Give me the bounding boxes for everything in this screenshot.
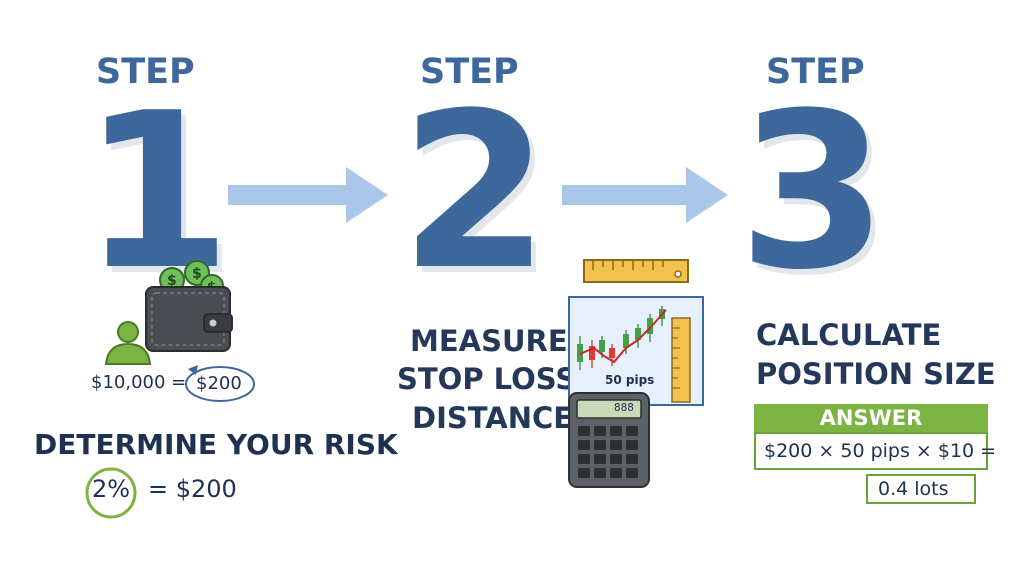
step-2-number: 2 <box>400 66 550 317</box>
answer-formula: $200 × 50 pips × $10 = <box>754 432 996 470</box>
risk-amount: $200 <box>196 373 242 394</box>
risk-result: = $200 <box>148 475 237 503</box>
answer-header: ANSWER <box>754 404 988 432</box>
ruler-icon <box>583 259 689 283</box>
answer-result: 0.4 lots <box>866 474 976 504</box>
percent-circle <box>85 467 137 519</box>
calculator-icon <box>568 392 650 488</box>
risk-amount-circle <box>185 365 255 402</box>
portfolio-amount: $10,000 = <box>91 372 187 393</box>
risk-percent: 2% <box>92 475 131 503</box>
chart-pips-label: 50 pips <box>605 373 655 387</box>
step-1-number: 1 <box>82 66 232 317</box>
arrow-right-icon <box>228 167 388 223</box>
svg-text:$: $ <box>167 273 177 289</box>
step-3-title-line-2: POSITION SIZE <box>756 357 996 391</box>
svg-text:$: $ <box>192 266 202 282</box>
candlestick-chart-icon <box>568 296 704 406</box>
step-3-number: 3 <box>738 66 888 317</box>
step-3-title-line-1: CALCULATE <box>756 318 942 352</box>
step-2-label: STEP <box>420 52 519 92</box>
step-2-title-line-3: DISTANCE <box>412 401 574 435</box>
step-3-label: STEP <box>766 52 865 92</box>
step-1-title: DETERMINE YOUR RISK <box>34 428 398 461</box>
wallet-icon: $ $ $ <box>104 260 233 365</box>
step-2-title-line-1: MEASURE <box>410 324 568 358</box>
step-2-title-line-2: STOP LOSS <box>397 362 577 396</box>
calculator-display: 888 <box>614 401 634 414</box>
step-1-label: STEP <box>96 52 195 92</box>
arrow-right-icon <box>562 167 728 223</box>
